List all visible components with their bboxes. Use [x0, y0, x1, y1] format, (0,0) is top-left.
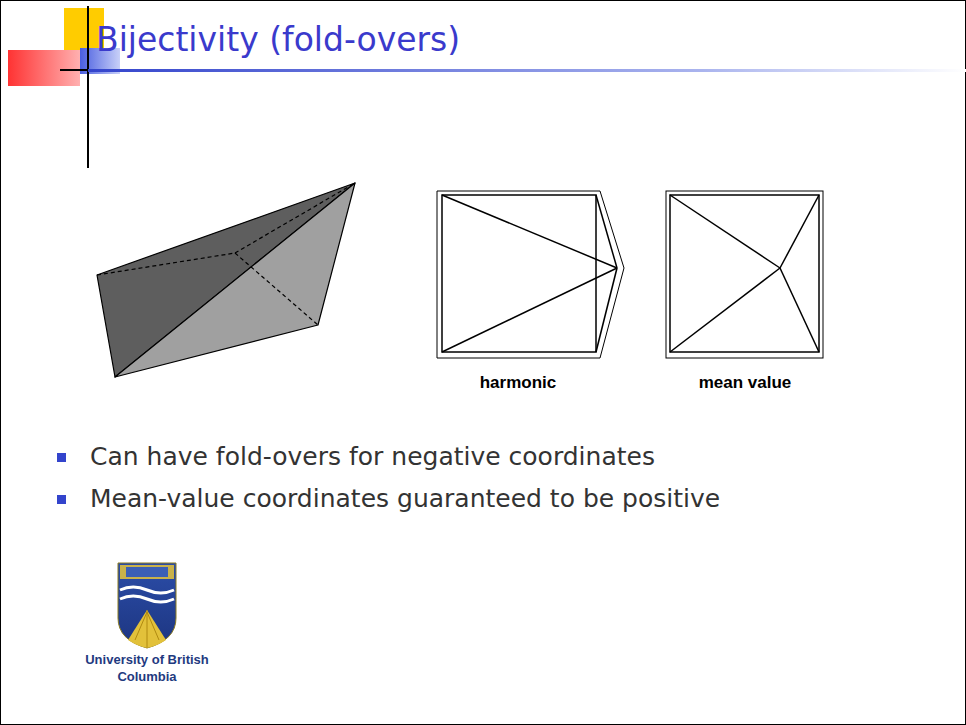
logo-caption: University of British Columbia	[77, 651, 217, 685]
title-rule	[88, 69, 966, 72]
figure-label: mean value	[699, 373, 792, 393]
mean-value-mapping	[666, 191, 823, 358]
bullet-marker	[57, 453, 66, 462]
tetrahedron-figure	[97, 183, 355, 377]
figure-label: harmonic	[480, 373, 557, 393]
bullet-marker	[57, 495, 66, 504]
bullet-text: Can have fold-overs for negative coordin…	[90, 440, 655, 474]
bullet-text: Mean-value coordinates guaranteed to be …	[90, 482, 720, 516]
university-logo	[118, 563, 176, 648]
slide-title: Bijectivity (fold-overs)	[96, 20, 460, 60]
harmonic-mapping	[437, 191, 624, 358]
